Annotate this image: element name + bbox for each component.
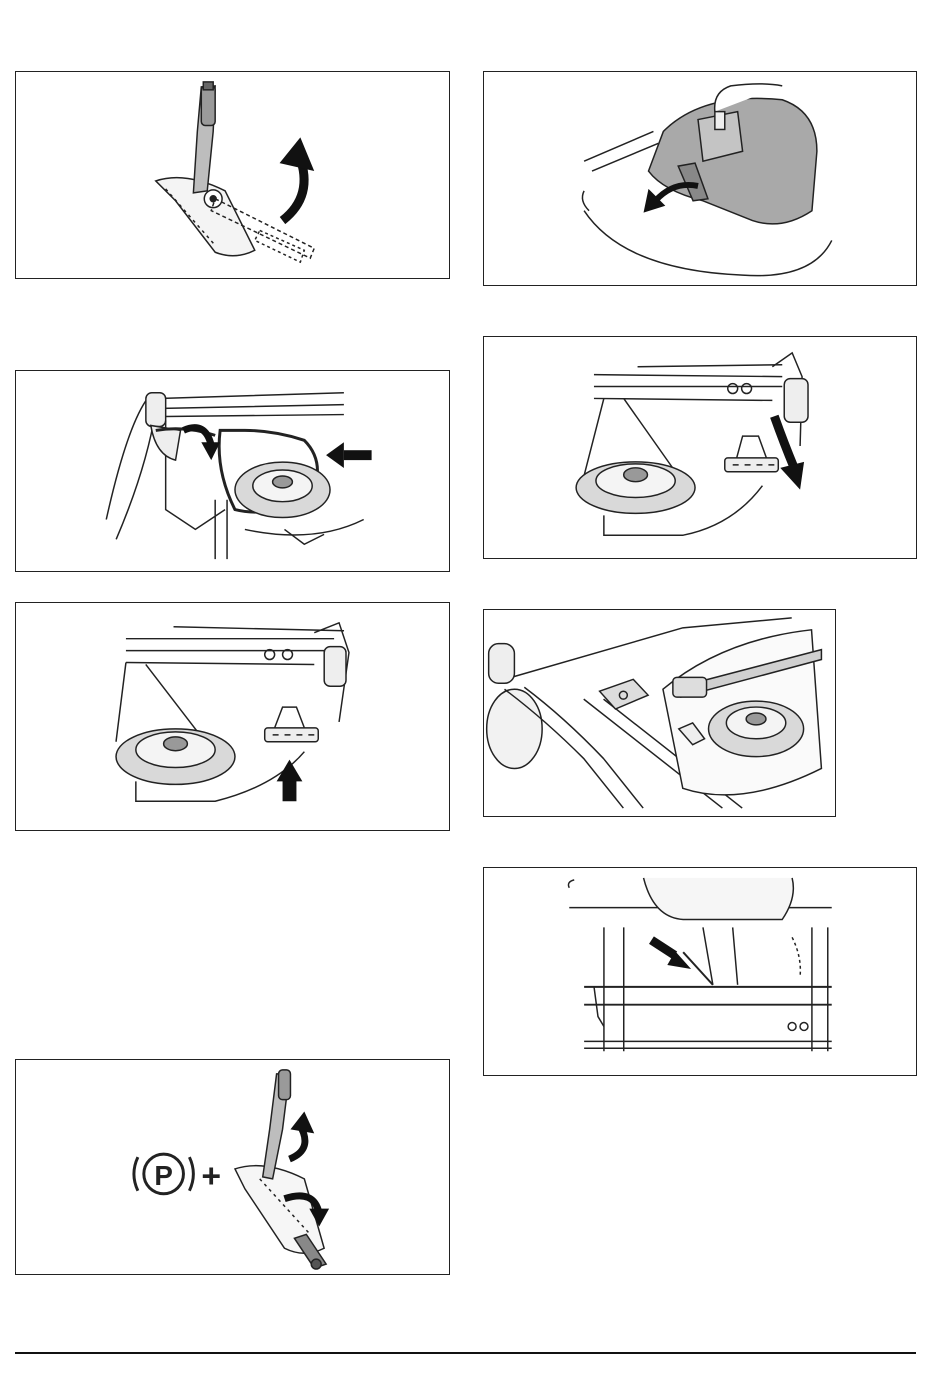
figure-cover-lift: [483, 71, 917, 286]
belt-guard-illustration: [16, 371, 449, 571]
parking-brake-illustration: P +: [16, 1060, 449, 1274]
down-arrow-head: [780, 462, 804, 490]
raise-arrow-head: [280, 137, 315, 171]
figure-pulley-up: [15, 602, 450, 831]
figure-deck-linkage: [483, 609, 836, 817]
plus-symbol: +: [201, 1158, 221, 1195]
figure-deck-underside: [483, 867, 917, 1076]
push-arrow-head: [326, 442, 344, 468]
figure-bracket-down: [483, 336, 917, 559]
parking-brake-icon: P: [134, 1154, 193, 1194]
footer-rule: [15, 1352, 916, 1354]
deck-linkage-illustration: [484, 610, 835, 816]
lift-arrow-head: [290, 1112, 314, 1134]
figure-parking-brake: P +: [15, 1059, 450, 1275]
figure-height-lever: [15, 71, 450, 279]
pulley-up-illustration: [16, 603, 449, 830]
push-arrow-shaft: [344, 450, 372, 460]
release-arrow-head: [201, 442, 220, 460]
parking-symbol: P: [154, 1160, 173, 1191]
figure-belt-guard: [15, 370, 450, 572]
up-arrow-shaft: [283, 779, 297, 801]
deck-underside-illustration: [484, 868, 916, 1075]
bracket-down-illustration: [484, 337, 916, 558]
cover-lift-illustration: [484, 72, 916, 285]
up-arrow-head: [277, 760, 303, 782]
height-lever-illustration: [16, 72, 449, 278]
